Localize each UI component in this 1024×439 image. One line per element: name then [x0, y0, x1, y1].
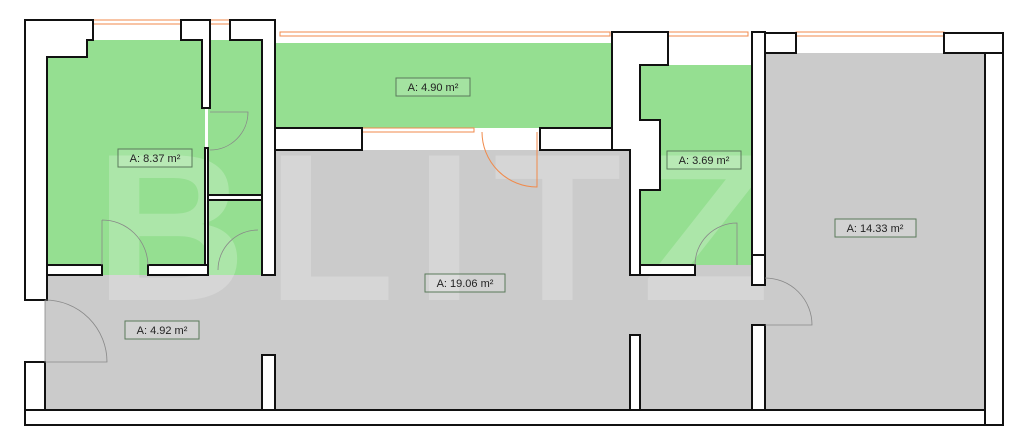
- area-label-bathroom: A: 3.69 m²: [666, 150, 742, 170]
- area-label-living: A: 19.06 m²: [424, 273, 506, 293]
- door-swing: [694, 222, 738, 266]
- window: [667, 31, 749, 37]
- wall-top-right-room: [764, 32, 797, 54]
- floor-entry: [45, 275, 275, 410]
- area-text: A: 3.69 m²: [679, 155, 730, 167]
- area-text: A: 4.92 m²: [137, 325, 188, 337]
- door-swing: [209, 111, 249, 151]
- door-swing: [764, 277, 813, 326]
- wall-closet-div: [204, 147, 209, 276]
- area-label-balcony: A: 4.90 m²: [395, 77, 471, 97]
- floor-balcony: [275, 43, 612, 128]
- window: [361, 127, 475, 133]
- doors: [44, 111, 813, 363]
- window: [279, 31, 611, 37]
- wall-right: [984, 32, 1004, 426]
- wall-bath-right: [751, 31, 766, 268]
- wall-top-right: [943, 32, 1004, 54]
- area-label-bedroom: A: 8.37 m²: [117, 148, 193, 168]
- floors: [45, 40, 985, 410]
- wall-bedroom-bottom2: [147, 264, 209, 276]
- area-text: A: 4.90 m²: [408, 82, 459, 94]
- area-label-room-right: A: 14.33 m²: [834, 218, 917, 238]
- area-text: A: 8.37 m²: [130, 153, 181, 165]
- wall-bath-left: [611, 31, 669, 276]
- window: [209, 19, 231, 25]
- wall-entry-right: [261, 354, 276, 411]
- wall-top-mid2: [229, 19, 276, 276]
- wall-column2: [751, 324, 766, 411]
- wall-right-room-left: [751, 254, 766, 286]
- door-swing: [44, 299, 108, 363]
- wall-bottom: [24, 409, 1004, 426]
- watermark: BLITZ: [95, 110, 790, 345]
- area-label-entry: A: 4.92 m²: [124, 320, 200, 340]
- wall-column: [629, 334, 641, 411]
- walls: [24, 19, 1004, 426]
- wall-bath-bottom: [639, 264, 696, 276]
- window: [795, 31, 945, 37]
- floor-living: [275, 150, 630, 410]
- floor-bedroom-left: [47, 40, 205, 275]
- window: [92, 19, 182, 25]
- wall-bedroom-bottom: [46, 264, 103, 276]
- balcony-door-swing: [481, 131, 538, 188]
- door-swing: [101, 219, 149, 266]
- door-swing: [217, 229, 259, 271]
- area-text: A: 19.06 m²: [437, 278, 494, 290]
- wall-closet-shelf: [207, 194, 263, 201]
- floor-room-right: [765, 53, 985, 410]
- wall-balcony-divider: [274, 127, 363, 151]
- wall-top-mid: [180, 19, 211, 109]
- floor-closet-top: [208, 40, 262, 195]
- floor-corridor: [630, 265, 765, 410]
- area-text: A: 14.33 m²: [847, 223, 904, 235]
- wall-outer-left: [24, 19, 94, 301]
